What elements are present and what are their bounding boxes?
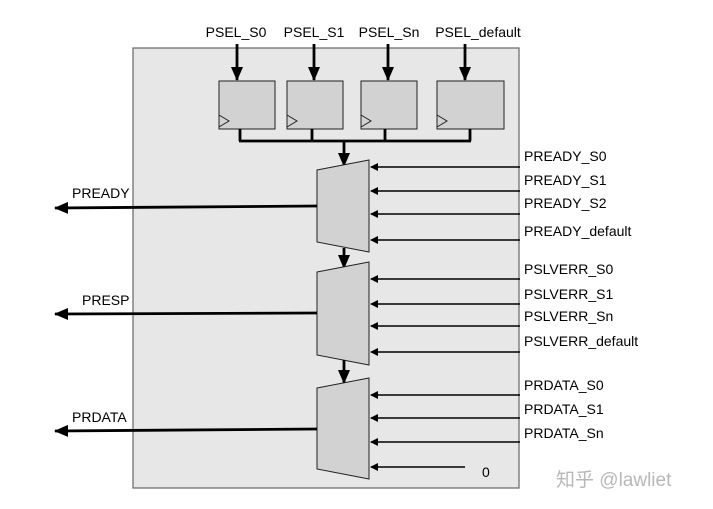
pslverr-default-label: PSLVERR_default	[524, 333, 638, 349]
register-default	[436, 80, 505, 130]
prdata-mux	[316, 377, 370, 480]
pready-s0-label: PREADY_S0	[524, 148, 607, 164]
prdata-sn-label: PRDATA_Sn	[524, 425, 604, 441]
presp-mux-inputs	[370, 275, 520, 356]
pready-output-label: PREADY	[72, 185, 130, 201]
prdata-zero-label: 0	[482, 464, 490, 480]
pslverr-s1-label: PSLVERR_S1	[524, 286, 613, 302]
pready-s2-label: PREADY_S2	[524, 195, 607, 211]
pready-s1-label: PREADY_S1	[524, 172, 607, 188]
pslverr-sn-label: PSLVERR_Sn	[524, 308, 613, 324]
psel-default-label: PSEL_default	[435, 24, 521, 40]
psel-s1-label: PSEL_S1	[284, 24, 345, 40]
clock-icon	[218, 114, 230, 128]
pready-mux-inputs	[370, 163, 520, 244]
psel-s0-label: PSEL_S0	[206, 24, 267, 40]
pslverr-s0-label: PSLVERR_S0	[524, 261, 613, 277]
select-bus	[238, 129, 472, 167]
clock-icon	[436, 114, 448, 128]
prdata-output-label: PRDATA	[72, 409, 127, 425]
clock-icon	[286, 114, 298, 128]
presp-output-arrow	[54, 307, 318, 320]
pready-default-label: PREADY_default	[524, 223, 632, 239]
presp-mux	[316, 261, 370, 366]
psel-sn-label: PSEL_Sn	[359, 24, 420, 40]
prdata-output-arrow	[54, 424, 318, 437]
watermark: 知乎 @lawliet	[556, 469, 672, 491]
clock-icon	[360, 114, 372, 128]
prdata-mux-inputs	[370, 391, 520, 471]
pready-output-arrow	[54, 201, 318, 214]
presp-output-label: PRESP	[82, 292, 129, 308]
pready-mux	[316, 159, 370, 253]
prdata-s1-label: PRDATA_S1	[524, 401, 604, 417]
prdata-s0-label: PRDATA_S0	[524, 377, 604, 393]
